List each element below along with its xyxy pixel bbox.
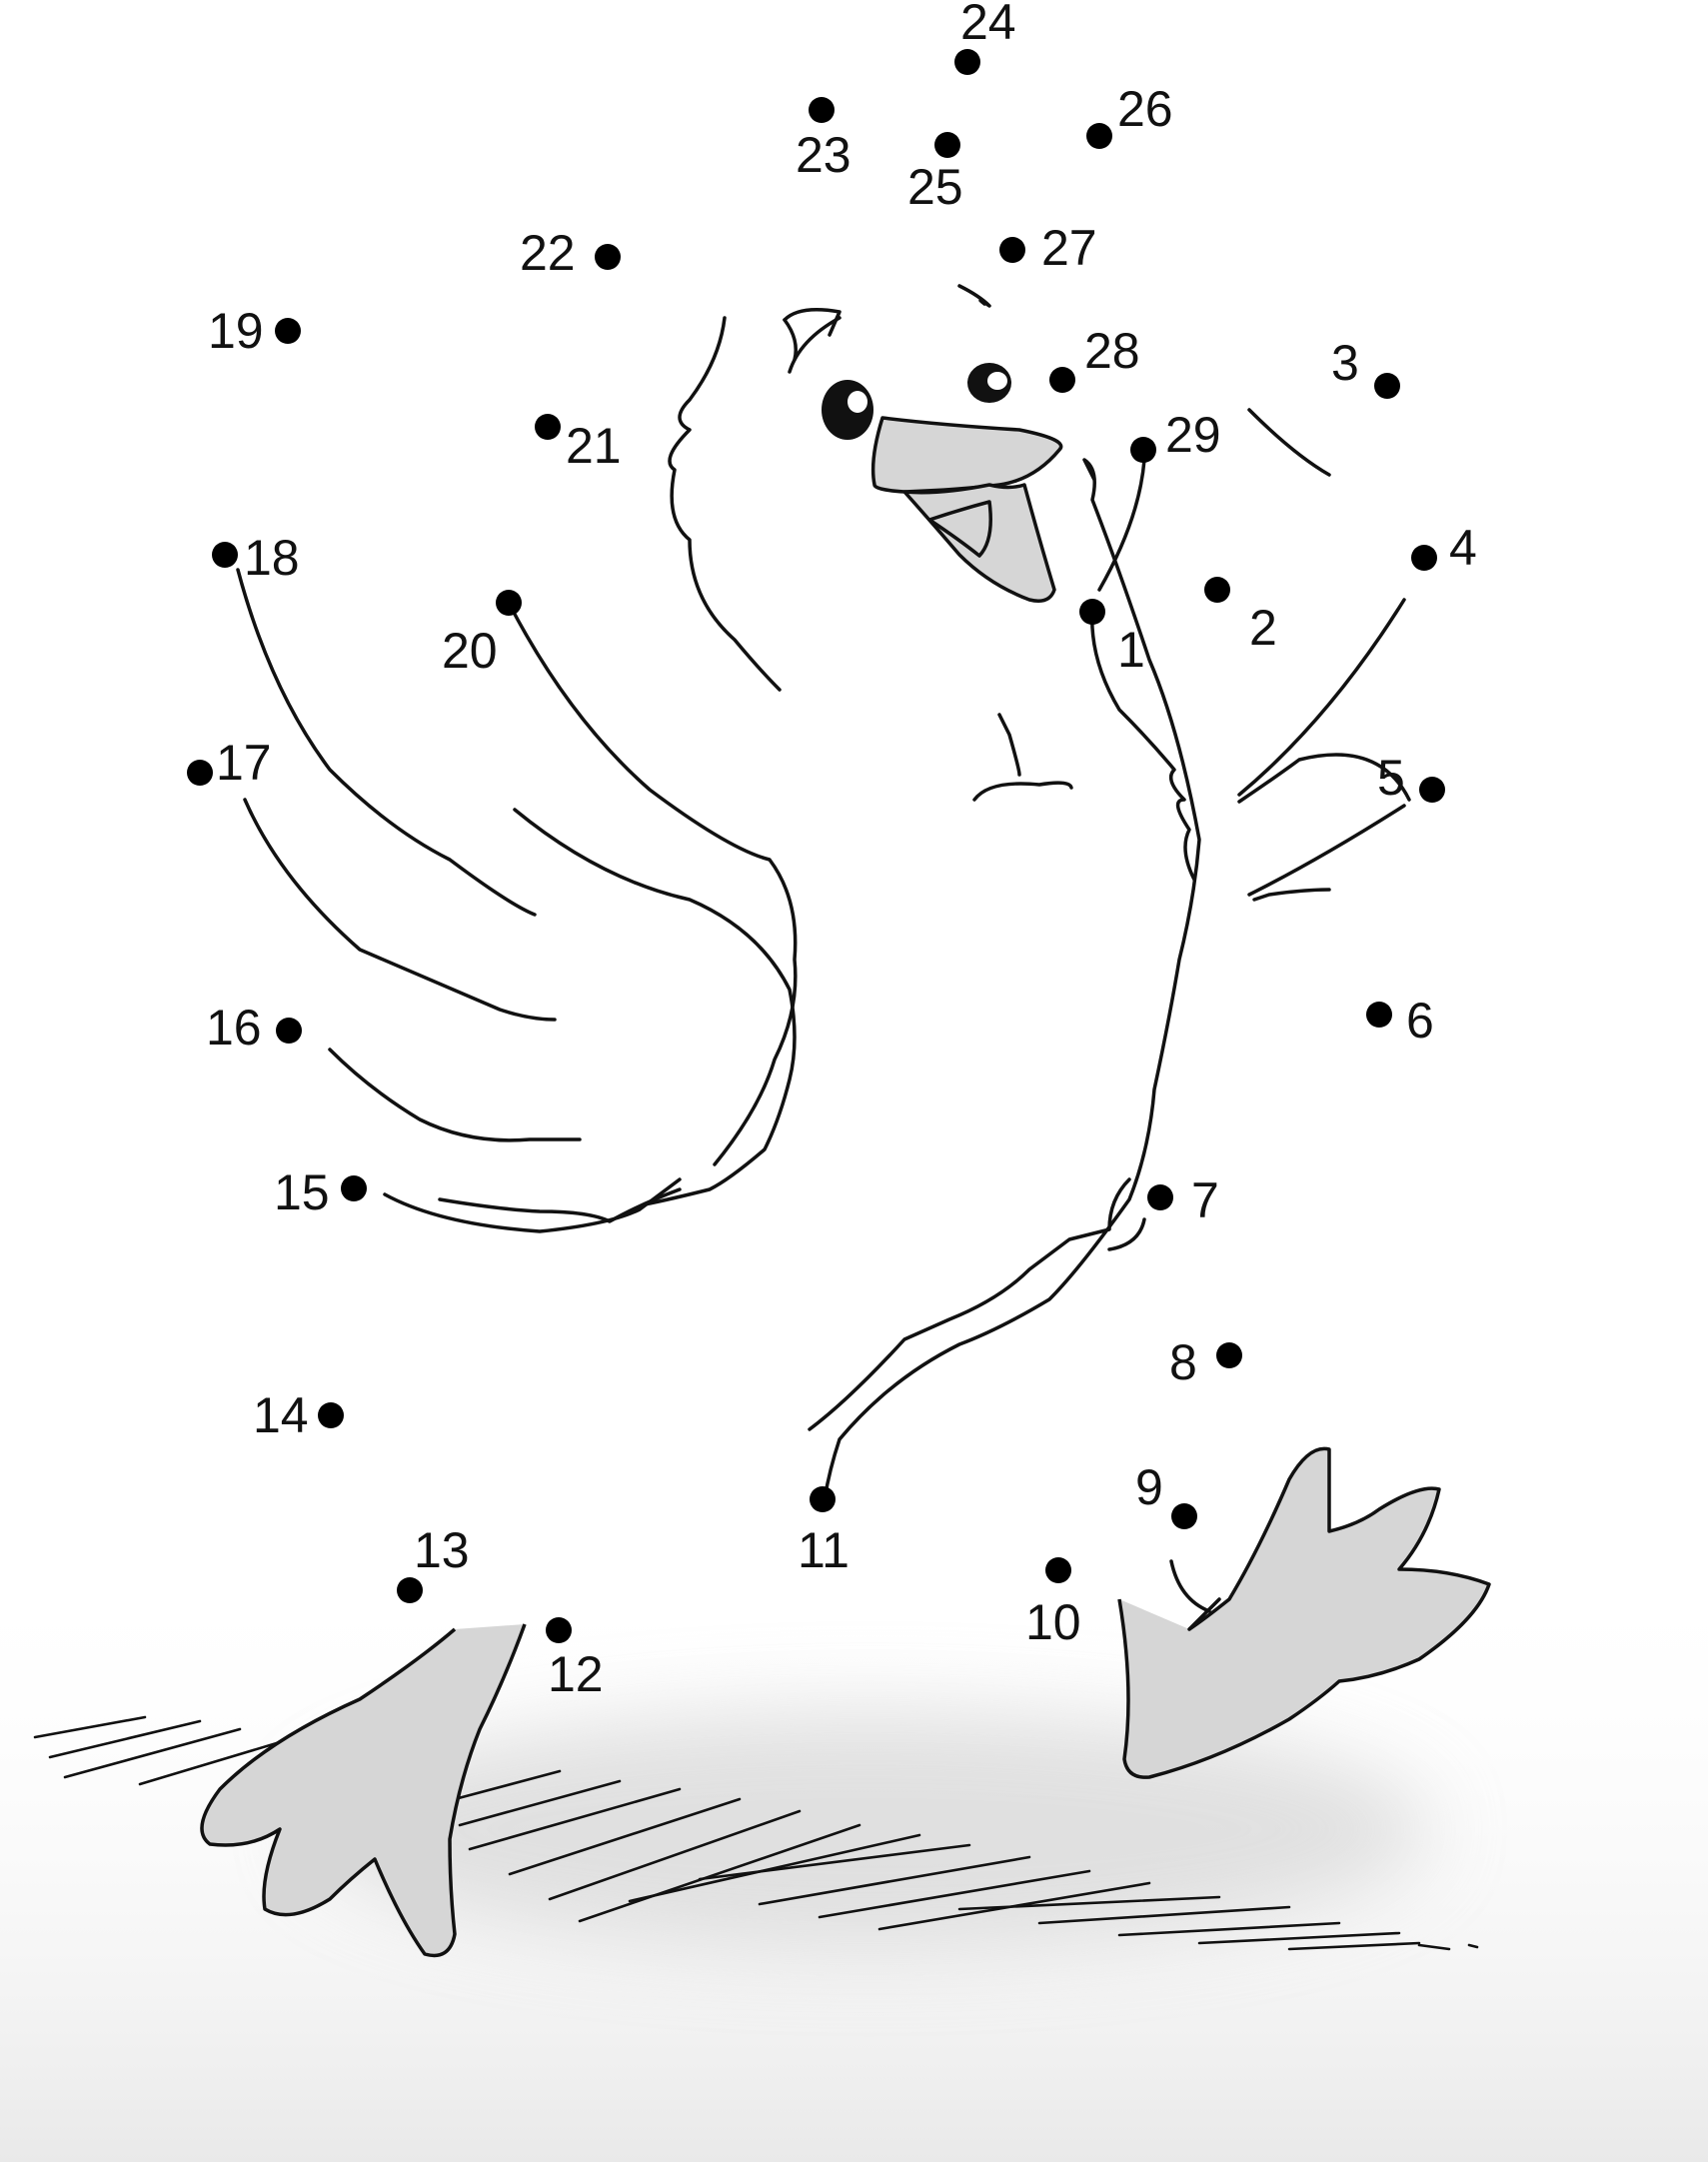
dot-28[interactable]: [1049, 367, 1075, 393]
dot-10[interactable]: [1045, 1557, 1071, 1583]
dot-number-18: 18: [244, 530, 300, 586]
dot-number-26: 26: [1117, 81, 1173, 137]
dot-number-4: 4: [1449, 520, 1477, 576]
dot-number-9: 9: [1135, 1459, 1163, 1515]
dot-number-14: 14: [253, 1387, 309, 1443]
far-eye-icon: [967, 363, 1011, 403]
dot-20[interactable]: [496, 590, 522, 616]
leg-lines: [1169, 1559, 1221, 1631]
dot-1[interactable]: [1079, 599, 1105, 625]
dot-number-7: 7: [1191, 1172, 1219, 1228]
dot-number-13: 13: [414, 1522, 470, 1578]
dot-23[interactable]: [809, 97, 835, 123]
dot-6[interactable]: [1366, 1002, 1392, 1028]
dot-15[interactable]: [341, 1175, 367, 1201]
dot-29[interactable]: [1130, 437, 1156, 463]
dot-4[interactable]: [1411, 545, 1437, 571]
dot-13[interactable]: [397, 1577, 423, 1603]
dot-number-8: 8: [1169, 1334, 1197, 1390]
dot-12[interactable]: [546, 1617, 572, 1643]
dot-7[interactable]: [1147, 1184, 1173, 1210]
beak: [870, 416, 1063, 603]
dot-number-28: 28: [1084, 323, 1140, 379]
dot-number-23: 23: [796, 127, 852, 183]
dot-26[interactable]: [1086, 123, 1112, 149]
dot-number-27: 27: [1041, 220, 1097, 276]
dot-number-25: 25: [907, 159, 963, 215]
dot-number-12: 12: [548, 1646, 604, 1702]
dot-number-17: 17: [216, 735, 272, 791]
floor-hatching: [33, 1715, 1479, 1951]
dot-number-19: 19: [208, 303, 264, 359]
dot-number-16: 16: [206, 1000, 262, 1056]
dot-9[interactable]: [1171, 1503, 1197, 1529]
dot-number-21: 21: [566, 418, 622, 474]
dot-number-5: 5: [1377, 750, 1405, 806]
head-tuft: [788, 284, 991, 374]
left-foot: [200, 1623, 527, 1958]
dot-24[interactable]: [954, 49, 980, 75]
dot-19[interactable]: [275, 318, 301, 344]
dot-25[interactable]: [934, 132, 960, 158]
wing-lines: [236, 568, 1146, 1431]
dot-number-11: 11: [798, 1522, 850, 1578]
dot-number-10: 10: [1025, 1594, 1081, 1650]
dot-16[interactable]: [276, 1018, 302, 1044]
dot-3[interactable]: [1374, 373, 1400, 399]
dot-18[interactable]: [212, 542, 238, 568]
dot-11[interactable]: [810, 1486, 836, 1512]
dot-number-6: 6: [1406, 993, 1434, 1049]
dot-27[interactable]: [999, 237, 1025, 263]
dot-21[interactable]: [535, 414, 561, 440]
dot-8[interactable]: [1216, 1342, 1242, 1368]
dot-2[interactable]: [1204, 577, 1230, 603]
dot-number-22: 22: [520, 225, 576, 281]
dot-17[interactable]: [187, 760, 213, 786]
dot-number-15: 15: [274, 1164, 330, 1220]
floor-shadow: [310, 1709, 1429, 1949]
body-outline: [438, 308, 1411, 1501]
dot-number-2: 2: [1249, 600, 1277, 656]
neck-lines: [1089, 458, 1406, 897]
dot-number-1: 1: [1117, 622, 1145, 678]
dot-number-20: 20: [442, 623, 498, 679]
dot-number-29: 29: [1165, 407, 1221, 463]
dot-22[interactable]: [595, 244, 621, 270]
right-foot: [1117, 1446, 1491, 1779]
eye-icon: [822, 380, 873, 440]
dot-number-24: 24: [960, 0, 1016, 50]
dot-5[interactable]: [1419, 777, 1445, 803]
dot-14[interactable]: [318, 1402, 344, 1428]
dot-number-3: 3: [1331, 335, 1359, 391]
